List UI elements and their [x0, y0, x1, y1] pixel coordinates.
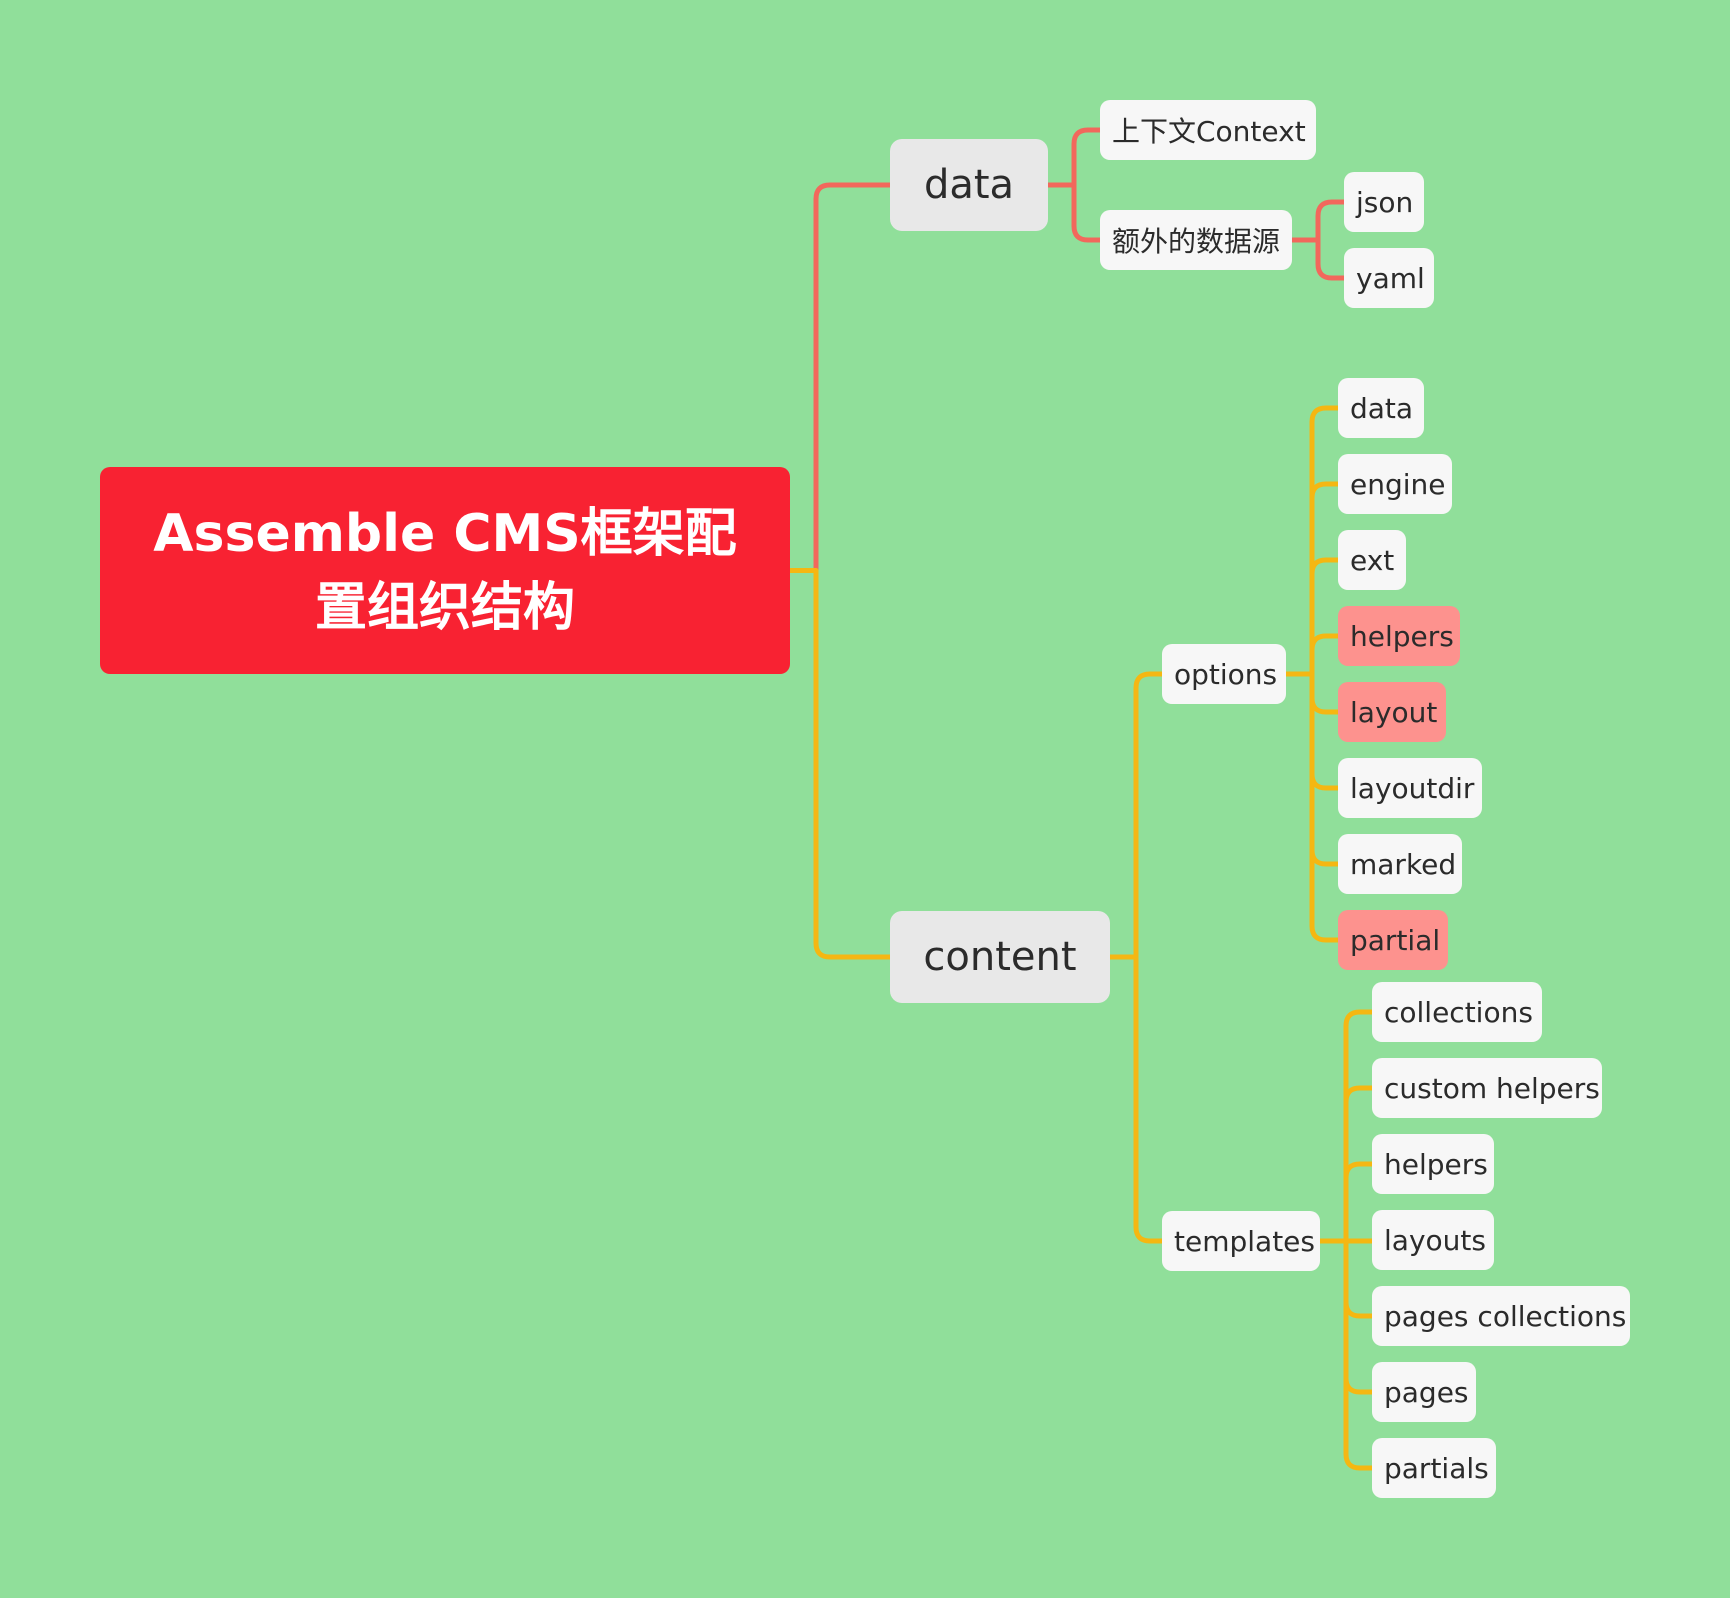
topic-extra-data-sources-label: 额外的数据源: [1112, 225, 1281, 258]
connector-extra-yaml: [1292, 237, 1344, 281]
topic-options[interactable]: options: [1162, 644, 1286, 704]
topic-options-label: options: [1174, 657, 1278, 691]
option-data[interactable]: data: [1338, 378, 1424, 438]
connector-extra-json: [1292, 199, 1344, 243]
connector-root-content: [790, 568, 890, 960]
topic-data-label: data: [923, 162, 1015, 208]
topic-json-label: json: [1356, 185, 1414, 219]
option-partial[interactable]: partial: [1338, 910, 1448, 970]
option-data-label: data: [1350, 391, 1414, 425]
template-helpers[interactable]: helpers: [1372, 1134, 1494, 1194]
connector-content-options: [1110, 671, 1162, 960]
topic-templates[interactable]: templates: [1162, 1211, 1320, 1271]
connector-content-templates: [1110, 954, 1162, 1244]
connector-options-engine: [1286, 481, 1338, 677]
template-custom-helpers-label: custom helpers: [1384, 1071, 1600, 1105]
root-topic[interactable]: Assemble CMS框架配置组织结构: [100, 467, 790, 674]
template-pages-collections-label: pages collections: [1384, 1299, 1627, 1333]
option-helpers[interactable]: helpers: [1338, 606, 1460, 666]
root-topic-label: Assemble CMS框架配置组织结构: [153, 503, 737, 638]
option-partial-label: partial: [1350, 923, 1441, 957]
option-engine-label: engine: [1350, 467, 1446, 501]
topic-yaml[interactable]: yaml: [1344, 248, 1434, 308]
template-partials[interactable]: partials: [1372, 1438, 1496, 1498]
connector-options-partial: [1286, 671, 1338, 943]
option-marked[interactable]: marked: [1338, 834, 1462, 894]
connector-data-extra: [1048, 182, 1100, 243]
option-layoutdir[interactable]: layoutdir: [1338, 758, 1482, 818]
option-ext[interactable]: ext: [1338, 530, 1406, 590]
template-pages[interactable]: pages: [1372, 1362, 1476, 1422]
template-collections[interactable]: collections: [1372, 982, 1542, 1042]
topic-templates-label: templates: [1174, 1224, 1315, 1258]
connector-options-data: [1286, 405, 1338, 677]
template-custom-helpers[interactable]: custom helpers: [1372, 1058, 1602, 1118]
template-partials-label: partials: [1384, 1451, 1489, 1485]
connector-templates-custom-helpers: [1320, 1085, 1372, 1244]
topic-content-label: content: [923, 934, 1077, 980]
template-layouts[interactable]: layouts: [1372, 1210, 1494, 1270]
template-collections-label: collections: [1384, 995, 1533, 1029]
option-layout-label: layout: [1350, 695, 1438, 729]
connector-data-context: [1048, 127, 1100, 188]
template-layouts-label: layouts: [1384, 1223, 1486, 1257]
connector-options-helpers: [1286, 633, 1338, 677]
option-helpers-label: helpers: [1350, 619, 1454, 653]
connector-templates-helpers: [1320, 1161, 1372, 1244]
topic-context[interactable]: 上下文Context: [1100, 100, 1316, 160]
topic-yaml-label: yaml: [1356, 261, 1425, 295]
option-layoutdir-label: layoutdir: [1350, 771, 1475, 805]
template-pages-collections[interactable]: pages collections: [1372, 1286, 1630, 1346]
option-layout[interactable]: layout: [1338, 682, 1446, 742]
connector-options-ext: [1286, 557, 1338, 677]
template-helpers-label: helpers: [1384, 1147, 1488, 1181]
option-marked-label: marked: [1350, 847, 1457, 881]
option-ext-label: ext: [1350, 543, 1395, 577]
connector-templates-collections: [1320, 1009, 1372, 1244]
connector-templates-partials: [1320, 1238, 1372, 1471]
topic-content[interactable]: content: [890, 911, 1110, 1003]
topic-data[interactable]: data: [890, 139, 1048, 231]
topic-context-label: 上下文Context: [1112, 115, 1306, 148]
topic-extra-data-sources[interactable]: 额外的数据源: [1100, 210, 1292, 270]
topic-json[interactable]: json: [1344, 172, 1424, 232]
template-pages-label: pages: [1384, 1375, 1469, 1409]
connector-root-data: [790, 182, 890, 573]
option-engine[interactable]: engine: [1338, 454, 1452, 514]
